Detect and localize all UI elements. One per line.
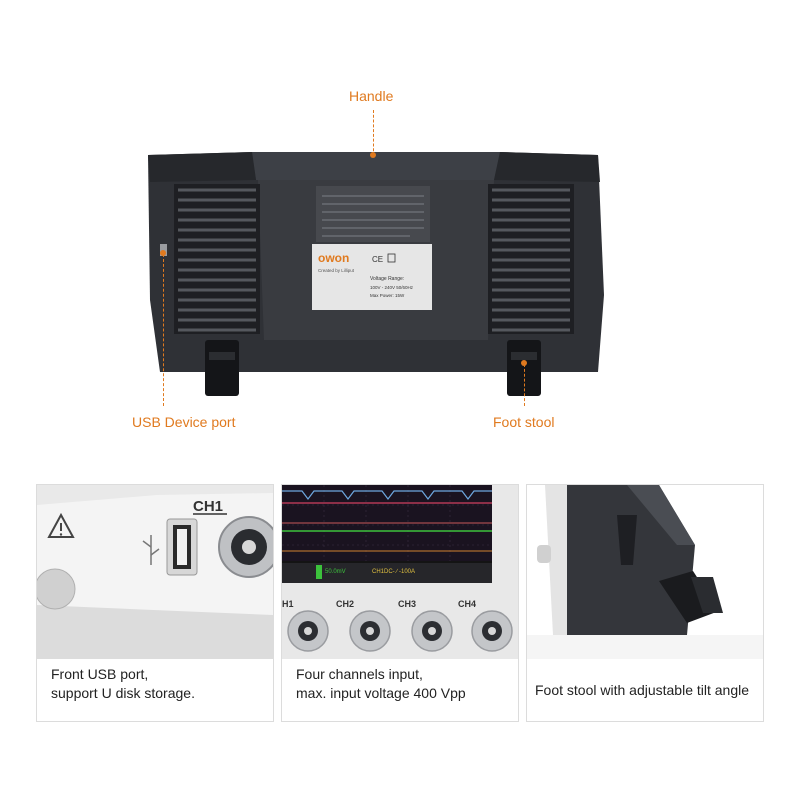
warning-plate: [316, 186, 430, 242]
svg-text:100V - 240V 50/60Hz: 100V - 240V 50/60Hz: [370, 285, 414, 290]
panel-front-usb: CH1 Front USB port, support U disk stora…: [36, 484, 274, 722]
panel-foot-stool: Foot stool with adjustable tilt angle: [526, 484, 764, 722]
dot-usb: [160, 250, 166, 256]
left-foot-stool: [205, 340, 239, 396]
svg-text:Created by Lilliput: Created by Lilliput: [318, 268, 355, 273]
callout-handle: Handle: [349, 88, 394, 104]
callout-foot-stool: Foot stool: [493, 414, 555, 430]
panel-four-channels: 50.0mV CH1DC- ∕ -100A H1 CH2 CH3 CH4 Fou…: [281, 484, 519, 722]
photo-four-channels: 50.0mV CH1DC- ∕ -100A H1 CH2 CH3 CH4: [282, 485, 518, 659]
left-vent-grille: [174, 184, 260, 334]
svg-text:CH4: CH4: [458, 599, 476, 609]
warning-icon: [47, 512, 75, 538]
leader-foot: [524, 364, 525, 406]
bnc-connector-icon: [411, 610, 453, 652]
caption-line: Front USB port,: [51, 666, 149, 682]
svg-text:50.0mV: 50.0mV: [325, 569, 346, 575]
caption-line: Foot stool with adjustable tilt angle: [535, 682, 750, 698]
callout-usb-device-port: USB Device port: [132, 414, 236, 430]
usb-symbol-icon: [142, 535, 160, 565]
caption-front-usb: Front USB port, support U disk storage.: [51, 665, 265, 703]
caption-four-channels: Four channels input, max. input voltage …: [296, 665, 510, 703]
bnc-connector-icon: [287, 610, 329, 652]
device-rear-view: owon Created by Lilliput CE Voltage Rang…: [148, 152, 604, 396]
right-vent-grille: [488, 184, 574, 334]
bnc-connector-icon: [349, 610, 391, 652]
leader-usb: [163, 254, 164, 406]
bnc-connector-icon: [471, 610, 513, 652]
caption-line: max. input voltage 400 Vpp: [296, 685, 466, 701]
svg-text:CH1: CH1: [193, 498, 223, 515]
dot-foot: [521, 360, 527, 366]
svg-text:CH1DC- ∕ -100A: CH1DC- ∕ -100A: [372, 568, 415, 575]
svg-text:H1: H1: [282, 599, 294, 609]
rating-label: owon Created by Lilliput CE Voltage Rang…: [312, 244, 432, 310]
ch-waveform-blue: [282, 490, 492, 500]
caption-line: support U disk storage.: [51, 685, 195, 701]
dot-handle: [370, 152, 376, 158]
brand-logo: owon: [318, 251, 349, 265]
photo-foot-stool: [527, 485, 763, 659]
svg-text:CE: CE: [372, 255, 383, 264]
svg-text:Voltage Range:: Voltage Range:: [370, 276, 404, 282]
leader-handle: [373, 110, 374, 156]
svg-text:CH3: CH3: [398, 599, 416, 609]
caption-foot-stool: Foot stool with adjustable tilt angle: [535, 681, 755, 700]
caption-line: Four channels input,: [296, 666, 423, 682]
photo-front-usb: CH1: [37, 485, 273, 659]
svg-text:Max Power: 15W: Max Power: 15W: [370, 293, 405, 298]
svg-text:CH2: CH2: [336, 599, 354, 609]
